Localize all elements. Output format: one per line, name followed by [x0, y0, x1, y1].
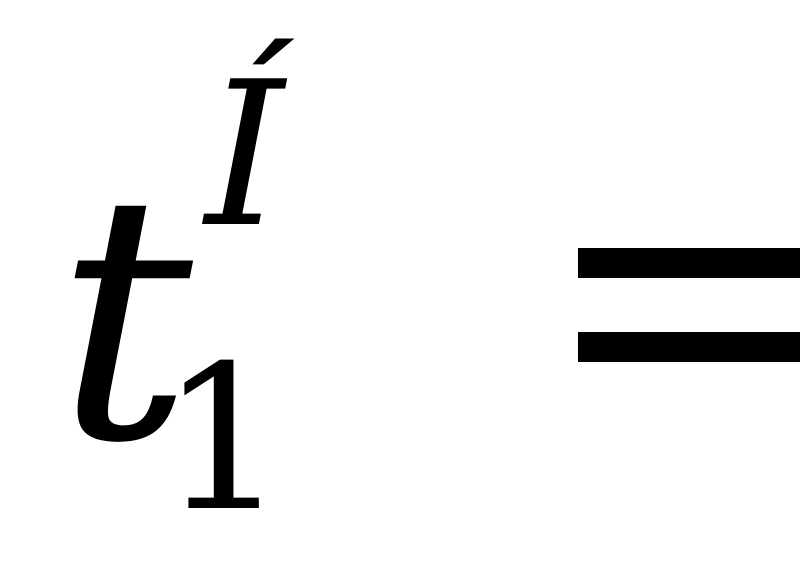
formula-superscript: Í	[205, 39, 285, 272]
formula-subscript: 1	[160, 323, 288, 556]
formula-base-variable: t	[56, 122, 193, 518]
equals-sign-bottom-bar	[578, 332, 800, 362]
equals-sign	[578, 0, 800, 576]
equals-sign-top-bar	[578, 248, 800, 278]
